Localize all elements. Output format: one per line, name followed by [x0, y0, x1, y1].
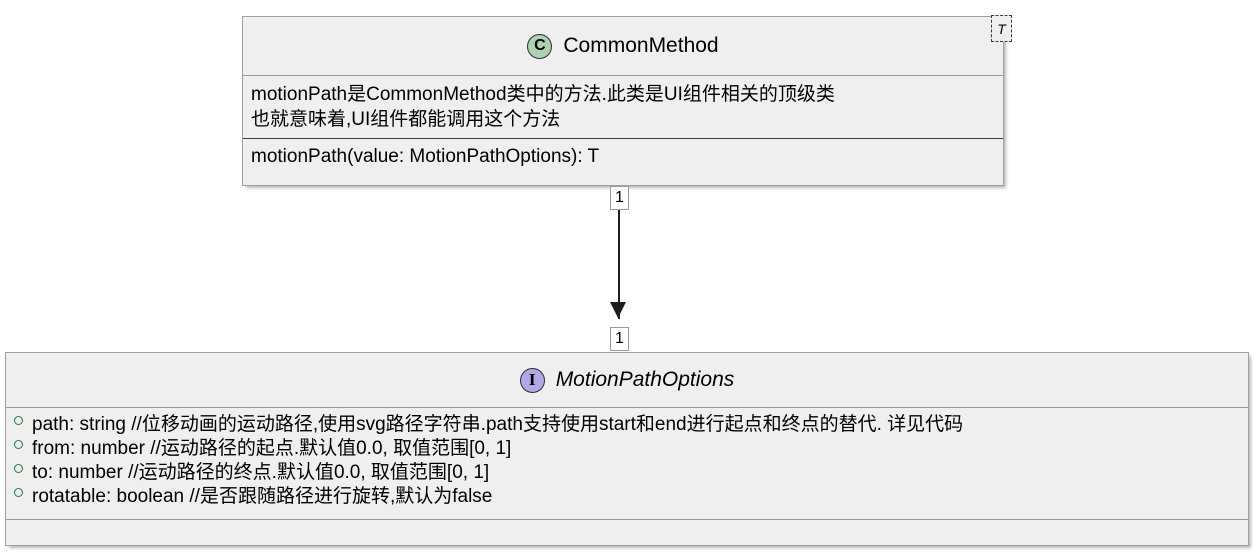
interface-icon: I: [519, 367, 545, 393]
public-visibility-icon: [14, 464, 23, 473]
association-arrow-head-icon: [610, 302, 626, 318]
class-title-compartment: C CommonMethod: [243, 17, 1003, 75]
class-method-motionpath[interactable]: motionPath(value: MotionPathOptions): T: [251, 146, 600, 167]
source-multiplicity-label: 1: [610, 186, 629, 210]
attribute-text-to: to: number //运动路径的终点.默认值0.0, 取值范围[0, 1]: [32, 462, 490, 483]
class-methods-compartment: motionPath(value: MotionPathOptions): T: [243, 138, 1003, 175]
interface-methods-compartment: [6, 519, 1248, 536]
attribute-row-from[interactable]: from: number //运动路径的起点.默认值0.0, 取值范围[0, 1…: [14, 437, 1240, 461]
target-multiplicity-label: 1: [610, 327, 629, 351]
class-title-row: C CommonMethod: [243, 17, 1003, 75]
public-visibility-icon: [14, 488, 23, 497]
attribute-row-rotatable[interactable]: rotatable: boolean //是否跟随路径进行旋转,默认为false: [14, 485, 1240, 509]
class-name: CommonMethod: [563, 34, 719, 57]
attribute-text-rotatable: rotatable: boolean //是否跟随路径进行旋转,默认为false: [32, 486, 493, 507]
class-icon: C: [527, 33, 553, 59]
interface-node-motionpathoptions[interactable]: I MotionPathOptions path: string //位移动画的…: [5, 352, 1249, 546]
attribute-text-path: path: string //位移动画的运动路径,使用svg路径字符串.path…: [32, 414, 964, 435]
public-visibility-icon: [14, 416, 23, 425]
attribute-row-path[interactable]: path: string //位移动画的运动路径,使用svg路径字符串.path…: [14, 413, 1240, 437]
interface-name: MotionPathOptions: [555, 368, 735, 391]
interface-attributes-compartment: path: string //位移动画的运动路径,使用svg路径字符串.path…: [6, 407, 1248, 519]
attribute-text-from: from: number //运动路径的起点.默认值0.0, 取值范围[0, 1…: [32, 438, 512, 459]
class-doc-line-1: motionPath是CommonMethod类中的方法.此类是UI组件相关的顶…: [251, 84, 835, 105]
class-doc-line-2: 也就意味着,UI组件都能调用这个方法: [251, 109, 561, 130]
association-line[interactable]: [618, 186, 620, 319]
generic-type-parameter-badge: T: [991, 15, 1012, 42]
attribute-row-to[interactable]: to: number //运动路径的终点.默认值0.0, 取值范围[0, 1]: [14, 461, 1240, 485]
public-visibility-icon: [14, 440, 23, 449]
interface-title-row: I MotionPathOptions: [6, 353, 1248, 407]
class-node-commonmethod[interactable]: C CommonMethod motionPath是CommonMethod类中…: [242, 16, 1004, 186]
class-documentation-compartment: motionPath是CommonMethod类中的方法.此类是UI组件相关的顶…: [243, 75, 1003, 138]
interface-title-compartment: I MotionPathOptions: [6, 353, 1248, 407]
